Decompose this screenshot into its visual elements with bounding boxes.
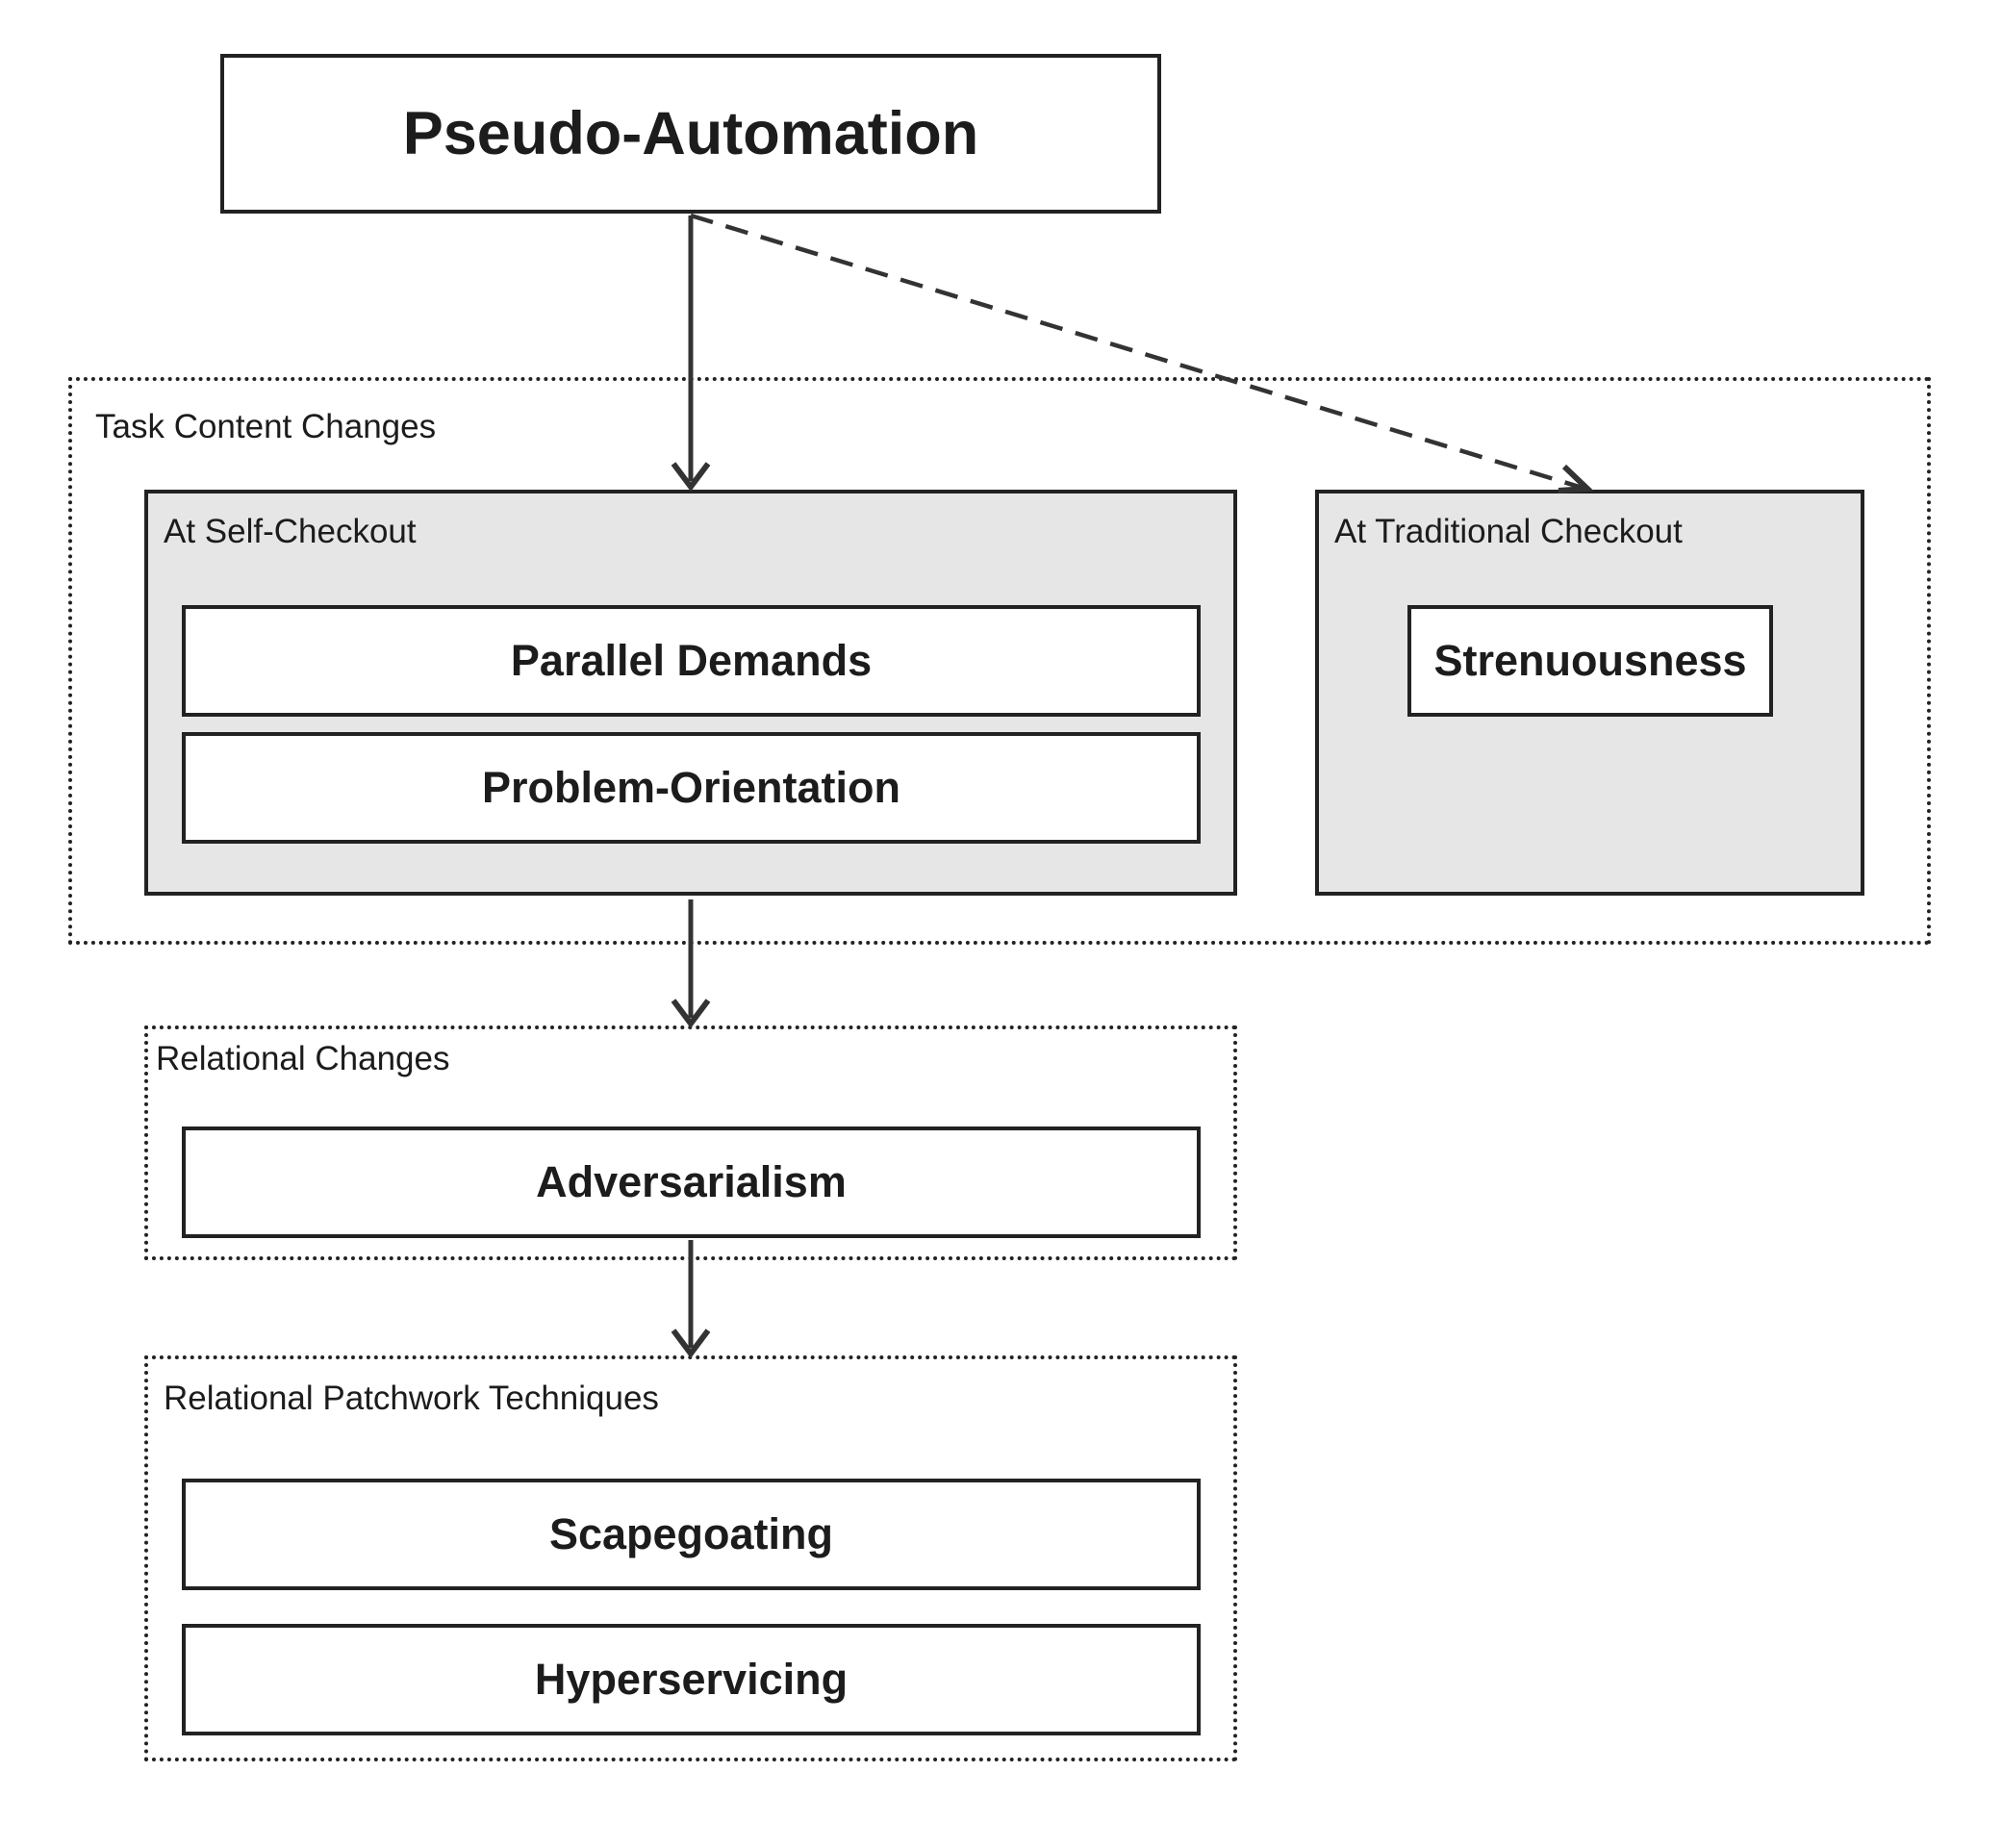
- group-label-relational-changes: Relational Changes: [156, 1040, 450, 1077]
- node-parallel-demands: Parallel Demands: [182, 605, 1201, 717]
- group-label-task-content-changes: Task Content Changes: [95, 408, 437, 445]
- subgroup-label-at-traditional-checkout: At Traditional Checkout: [1334, 513, 1683, 550]
- node-hyperservicing: Hyperservicing: [182, 1624, 1201, 1735]
- node-scapegoating: Scapegoating: [182, 1479, 1201, 1590]
- subgroup-label-at-self-checkout: At Self-Checkout: [164, 513, 417, 550]
- node-problem-orientation: Problem-Orientation: [182, 732, 1201, 844]
- arrowhead-patchwork: [671, 1329, 711, 1358]
- node-adversarialism: Adversarialism: [182, 1127, 1201, 1238]
- node-strenuousness: Strenuousness: [1407, 605, 1773, 717]
- group-label-relational-patchwork-techniques: Relational Patchwork Techniques: [164, 1380, 659, 1417]
- node-pseudo-automation: Pseudo-Automation: [220, 54, 1161, 214]
- arrowhead-relational-changes: [671, 999, 711, 1028]
